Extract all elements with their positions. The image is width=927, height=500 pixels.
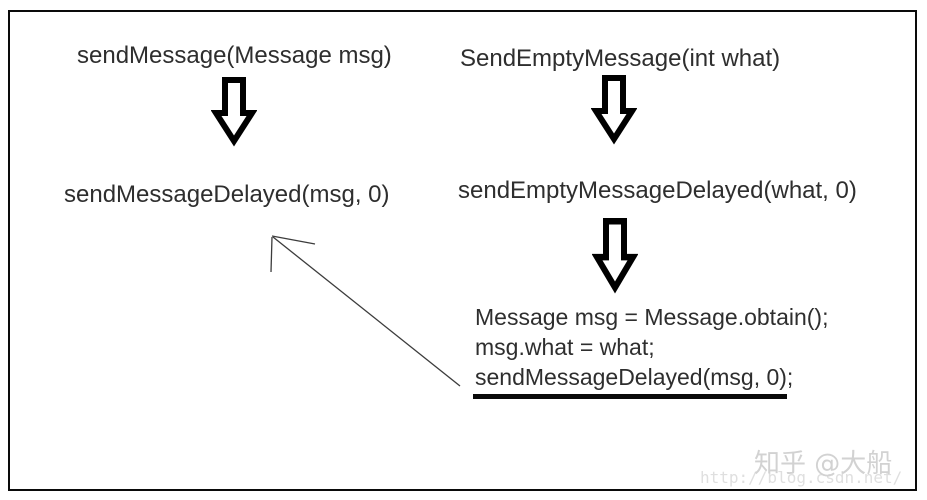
code-emphasis-underline [473,394,787,399]
block-arrow-down-icon [591,75,637,145]
label-sendMessageDelayed: sendMessageDelayed(msg, 0) [64,181,390,208]
block-arrow-down-icon [211,77,257,147]
code-line: sendMessageDelayed(msg, 0); [475,364,794,390]
block-arrow-down-icon [592,218,638,294]
diagram-frame-border [8,10,917,491]
code-block: Message msg = Message.obtain(); msg.what… [475,302,828,392]
label-sendEmptyMessageDelayed: sendEmptyMessageDelayed(what, 0) [458,177,857,204]
code-line: msg.what = what; [475,334,655,360]
label-sendMessage: sendMessage(Message msg) [77,42,392,69]
watermark-zhihu-handle: 知乎 @大船 [754,449,893,479]
watermark-url: http://blog.csdn.net/ [700,468,903,487]
label-sendEmptyMessage: SendEmptyMessage(int what) [460,45,781,72]
code-line: Message msg = Message.obtain(); [475,304,829,330]
